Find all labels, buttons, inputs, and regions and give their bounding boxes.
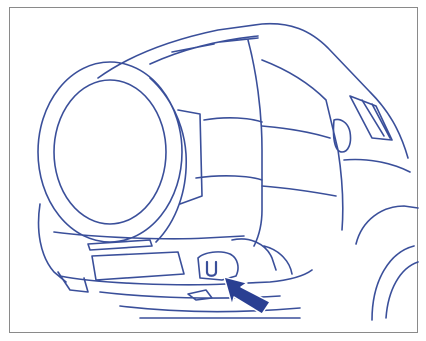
roof-rail xyxy=(172,38,258,52)
body-side-panel xyxy=(262,60,343,230)
panel-seam-4 xyxy=(262,186,336,196)
cargo-door-outline xyxy=(248,40,262,246)
side-window xyxy=(350,96,392,140)
tail-light xyxy=(333,120,350,153)
rear-wheel-arch xyxy=(356,206,418,244)
panel-seam-1 xyxy=(204,118,262,122)
rear-wheel xyxy=(372,246,418,320)
lower-body-left xyxy=(39,204,66,282)
undercarriage xyxy=(100,292,300,318)
tow-hook-bracket xyxy=(198,252,238,280)
panel-seam-3 xyxy=(262,126,330,138)
bumper-face xyxy=(92,252,184,280)
roof-outline xyxy=(98,24,408,158)
panel-seam-2 xyxy=(196,176,262,180)
tow-hook xyxy=(198,252,238,280)
bumper-right xyxy=(232,239,292,274)
spare-tire-inner xyxy=(54,80,166,224)
side-body-line xyxy=(344,160,410,173)
spare-tire-sidewall xyxy=(150,78,186,242)
bumper-lower-edge xyxy=(60,270,312,285)
license-plate-lamp xyxy=(88,240,152,250)
bumper-corner-left xyxy=(58,272,88,292)
tow-hook-loop xyxy=(207,262,216,276)
bumper-top xyxy=(54,232,244,239)
